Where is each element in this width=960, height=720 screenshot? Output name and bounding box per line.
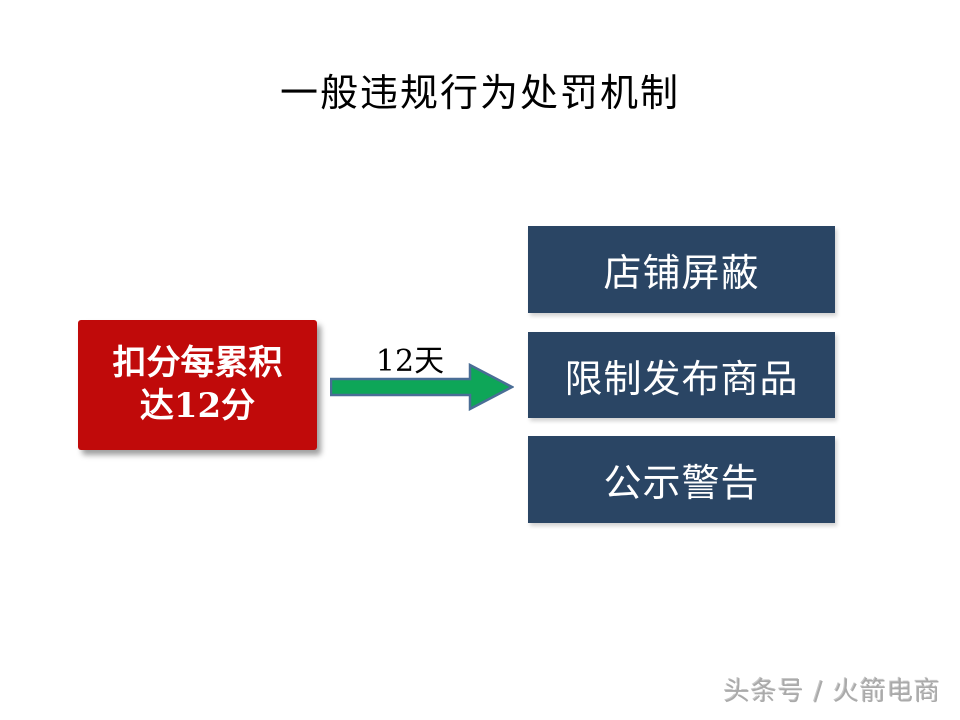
result-box-listing-restriction: 限制发布商品 <box>528 332 835 418</box>
result-box-label: 店铺屏蔽 <box>603 251 760 295</box>
arrow-duration-label: 12天 <box>375 344 445 379</box>
slide-title: 一般违规行为处罚机制 <box>279 71 680 115</box>
cause-box-line2: 达12分 <box>139 386 256 426</box>
cause-box-line1: 扣分每累积 <box>112 343 283 384</box>
result-box-label: 公示警告 <box>603 461 760 505</box>
result-box-public-warning: 公示警告 <box>528 436 835 523</box>
cause-box: 扣分每累积 达12分 <box>78 320 317 450</box>
result-box-store-block: 店铺屏蔽 <box>528 226 835 313</box>
watermark: 头条号 / 火箭电商 <box>723 677 941 707</box>
result-box-label: 限制发布商品 <box>564 356 799 401</box>
right-arrow-icon <box>330 363 514 411</box>
